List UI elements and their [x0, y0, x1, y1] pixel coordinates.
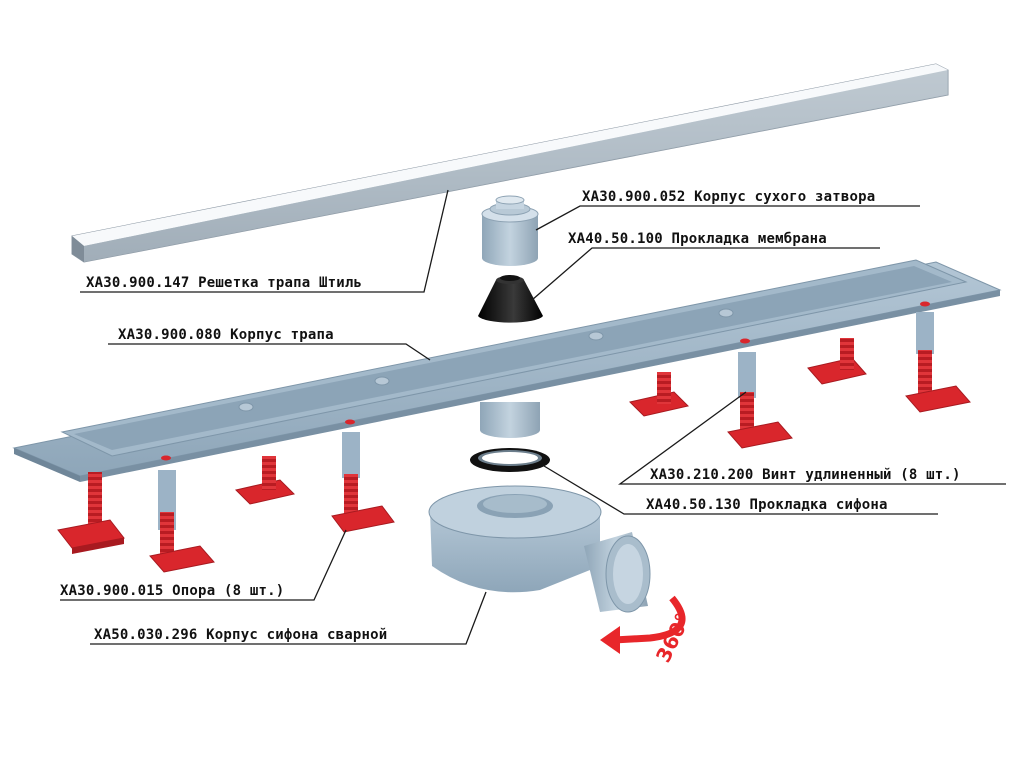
- support-front-5: [905, 312, 971, 413]
- leader-grate: [80, 189, 449, 293]
- leader-lines: [60, 189, 1006, 645]
- label-membrane: ХА40.50.100 Прокладка мембрана: [568, 231, 827, 247]
- grate: [71, 63, 949, 263]
- support-front-3: [331, 432, 395, 533]
- leader-body: [108, 343, 431, 361]
- leader-dry-seal: [535, 205, 920, 231]
- siphon-gasket: [470, 448, 550, 472]
- label-body: ХА30.900.080 Корпус трапа: [118, 327, 334, 343]
- support-back-2: [629, 372, 689, 417]
- label-screw: ХА30.210.200 Винт удлиненный (8 шт.): [650, 467, 961, 483]
- membrane-gasket: [478, 275, 543, 323]
- leader-siphon: [90, 591, 487, 645]
- leader-gasket: [543, 465, 938, 515]
- support-front-2: [149, 470, 215, 573]
- label-dry-seal: ХА30.900.052 Корпус сухого затвора: [582, 189, 875, 205]
- label-gasket: ХА40.50.130 Прокладка сифона: [646, 497, 888, 513]
- label-support: ХА30.900.015 Опора (8 шт.): [60, 583, 284, 599]
- label-siphon: ХА50.030.296 Корпус сифона сварной: [94, 627, 387, 643]
- support-front-4: [727, 352, 793, 449]
- drain-body: [12, 259, 1002, 482]
- support-back-1: [235, 456, 295, 505]
- leader-screw: [618, 391, 1006, 485]
- support-back-3: [807, 338, 867, 385]
- leader-membrane: [531, 247, 880, 301]
- support-front-1: [57, 472, 125, 554]
- dry-seal-body: [481, 195, 539, 266]
- label-grate: ХА30.900.147 Решетка трапа Штиль: [86, 275, 362, 291]
- labels: ХА30.900.147 Решетка трапа Штиль ХА30.90…: [60, 189, 961, 643]
- leader-support: [60, 529, 347, 601]
- siphon-body: [428, 485, 651, 613]
